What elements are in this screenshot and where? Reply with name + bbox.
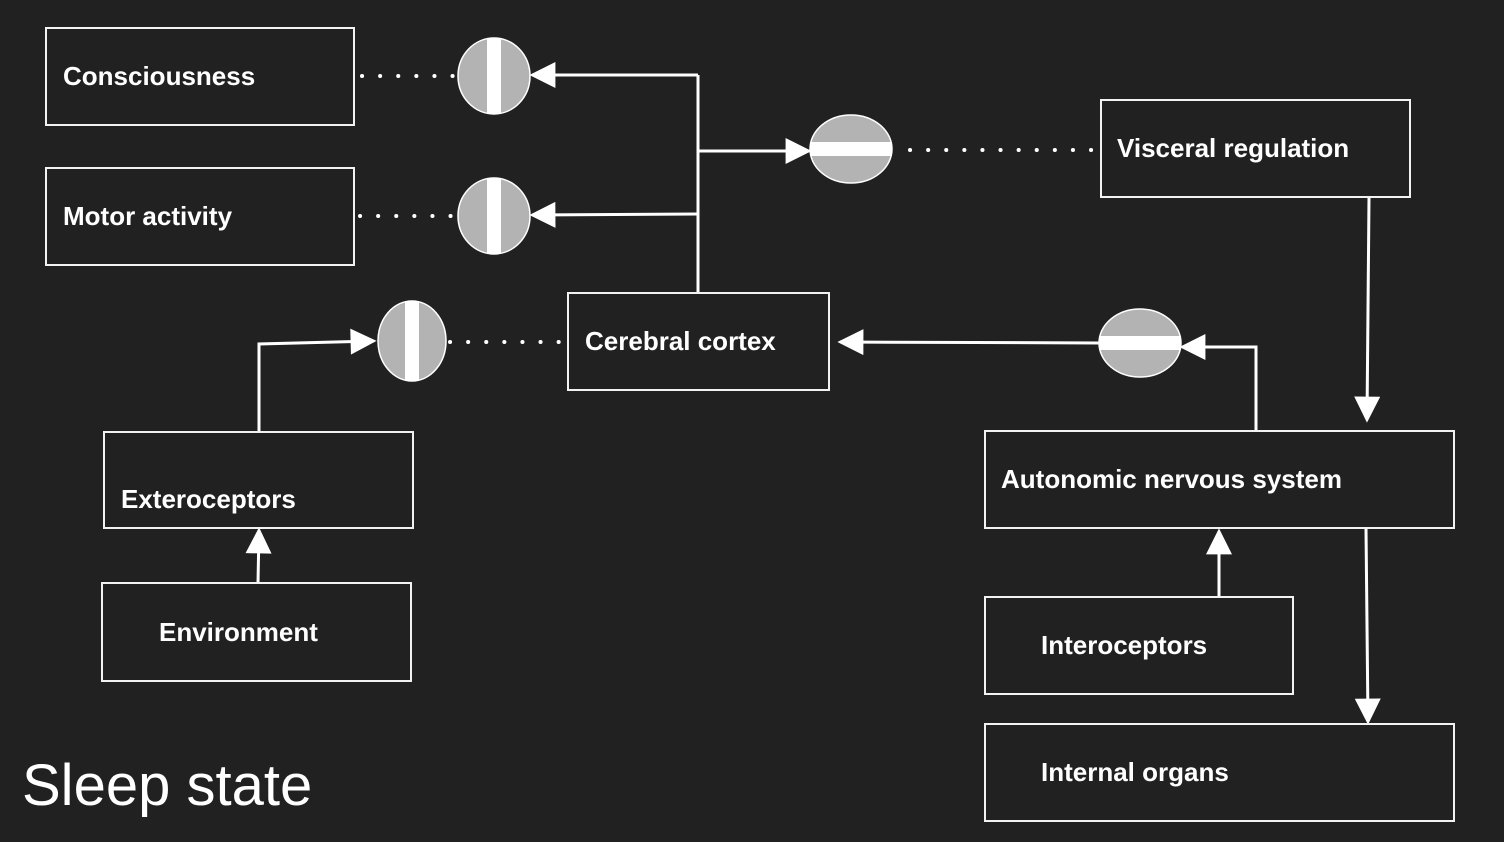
node-cerebral-cortex: Cerebral cortex — [567, 292, 830, 391]
arrow-visceral-regulation-to-ans — [1354, 197, 1381, 423]
gate-motor-activity — [457, 177, 531, 255]
arrow-gate-to-cerebral-cortex — [837, 329, 1101, 356]
gate-exteroceptors — [377, 300, 447, 382]
node-interoceptors: Interoceptors — [984, 596, 1294, 695]
arrow-ans-to-gate — [1179, 334, 1258, 431]
node-motor-activity: Motor activity — [45, 167, 355, 266]
gate-visceral-regulation — [809, 114, 893, 184]
node-cerebral-cortex-label: Cerebral cortex — [585, 326, 776, 356]
diagram-title: Sleep state — [22, 753, 313, 818]
node-visceral-regulation: Visceral regulation — [1100, 99, 1411, 198]
arrow-ans-to-internal-organs — [1354, 527, 1381, 725]
arrow-exteroceptors-to-gate — [257, 328, 377, 431]
node-exteroceptors: Exteroceptors — [103, 431, 414, 529]
node-autonomic-nervous-system: Autonomic nervous system — [984, 430, 1455, 529]
node-consciousness: Consciousness — [45, 27, 355, 126]
node-visceral-regulation-label: Visceral regulation — [1117, 133, 1350, 163]
node-environment-label: Environment — [159, 616, 318, 647]
gate-autonomic-to-cortex — [1098, 308, 1182, 378]
node-exteroceptors-label: Exteroceptors — [121, 484, 296, 514]
node-internal-organs-label: Internal organs — [1041, 757, 1229, 787]
node-consciousness-label: Consciousness — [63, 61, 256, 91]
node-internal-organs: Internal organs — [984, 723, 1455, 822]
gate-consciousness — [457, 37, 531, 115]
arrow-environment-to-exteroceptors — [245, 527, 272, 584]
node-interoceptors-label: Interoceptors — [1041, 630, 1208, 660]
arrow-cortex-to-motor-activity — [529, 201, 699, 228]
node-autonomic-nervous-system-label: Autonomic nervous system — [1001, 464, 1342, 494]
node-environment: Environment — [101, 582, 412, 682]
node-motor-activity-label: Motor activity — [63, 201, 233, 231]
